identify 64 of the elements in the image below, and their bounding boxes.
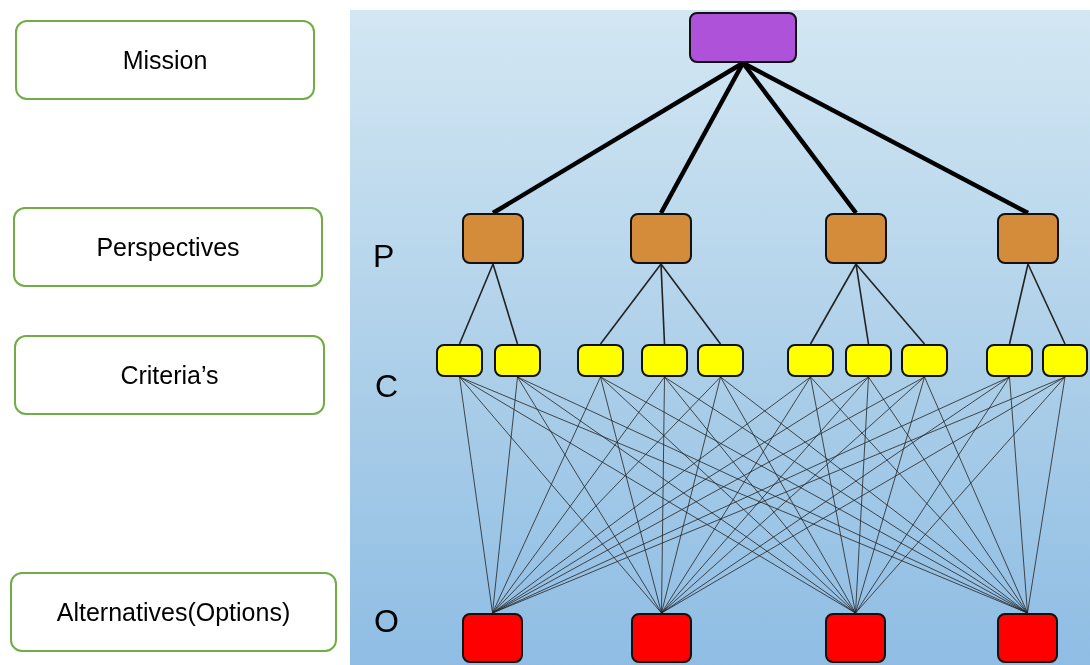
connector-line [661,376,925,614]
connector-line [924,376,1028,614]
connector-line [459,376,493,614]
connector-line [855,263,870,345]
connector-line [660,263,722,345]
option-box [825,613,886,663]
connector-line [492,376,518,614]
connector-line [855,376,925,614]
connector-line [855,376,1066,614]
connector-line [599,263,662,345]
connector-line [492,376,811,614]
level-label: Alternatives(Options) [56,597,291,627]
connector-line [661,376,721,614]
perspective-box [630,213,692,264]
connector-line [492,263,519,345]
connector-line [492,376,665,614]
connector-line [1027,376,1066,614]
level-letter: O [374,605,399,637]
connector-line [1008,263,1029,345]
criterion-box [1042,344,1088,377]
level-letter: C [375,370,399,402]
criterion-box [901,344,948,377]
level-box [13,207,323,287]
perspective-box [825,213,887,264]
connector-line [660,263,666,345]
connector-line [492,376,721,614]
option-box [997,613,1058,663]
connector-line [600,376,856,614]
option-box [462,613,523,663]
connector-line [458,263,494,345]
criterion-box [436,344,483,377]
perspective-box [462,213,524,264]
level-box [10,572,337,652]
connector-line [720,376,856,614]
criterion-box [845,344,892,377]
connector-line [810,376,856,614]
connector-line [855,263,926,345]
connector-line [855,376,869,614]
connector-line [600,376,662,614]
perspective-box [997,213,1059,264]
connector-line [517,376,662,614]
connector-line [868,376,1028,614]
criterion-box [986,344,1033,377]
connector-line [459,376,662,614]
level-label: Perspectives [96,232,240,262]
level-box [14,335,325,415]
connector-line [720,376,1028,614]
criterion-box [577,344,624,377]
level-label: Mission [122,45,208,75]
level-letter: P [373,240,395,272]
criterion-box [641,344,688,377]
level-box [15,20,315,100]
connector-line [855,376,1010,614]
connector-line [661,376,811,614]
criterion-box [494,344,541,377]
connector-line [809,263,857,345]
level-label: Criteria’s [120,360,219,390]
connector-line [1027,263,1066,345]
criterion-box [697,344,744,377]
option-box [631,613,692,663]
connector-line [492,376,601,614]
criterion-box [787,344,834,377]
mission-box [689,12,797,63]
connector-line [810,376,1028,614]
